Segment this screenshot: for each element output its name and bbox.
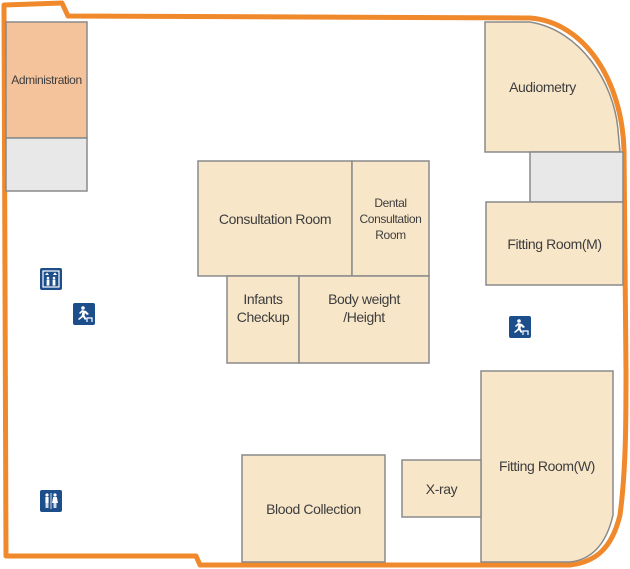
restroom-icon [40,490,62,512]
service-area-right [529,151,624,203]
room-infants-checkup[interactable] [226,275,300,364]
audiometry-label: Audiometry [509,79,576,95]
body-weight-height-label: Body weight /Height [328,290,400,325]
room-dental-consultation[interactable] [351,160,430,277]
room-audiometry[interactable] [484,21,621,153]
dental-consultation-room-label: Dental Consultation Room [359,195,422,242]
emergency-exit-icon [509,316,531,338]
room-x-ray[interactable] [401,459,482,518]
elevator-icon [40,268,62,290]
service-area-left [5,137,88,192]
room-consultation[interactable] [197,160,353,277]
emergency-exit-icon [73,303,95,325]
room-blood-collection[interactable] [241,454,386,563]
x-ray-label: X-ray [425,480,458,497]
room-fitting-room-w[interactable] [480,370,614,563]
consultation-room-label: Consultation Room [218,210,332,227]
room-body-weight-height[interactable] [298,275,430,364]
administration-label: Administration [11,73,82,87]
fitting-room-m-label: Fitting Room(M) [507,235,602,252]
infants-checkup-label: Infants Checkup [236,290,290,325]
room-fitting-room-m[interactable] [485,201,624,286]
fitting-room-w-label: Fitting Room(W) [499,458,595,474]
blood-collection-label: Blood Collection [266,500,361,517]
